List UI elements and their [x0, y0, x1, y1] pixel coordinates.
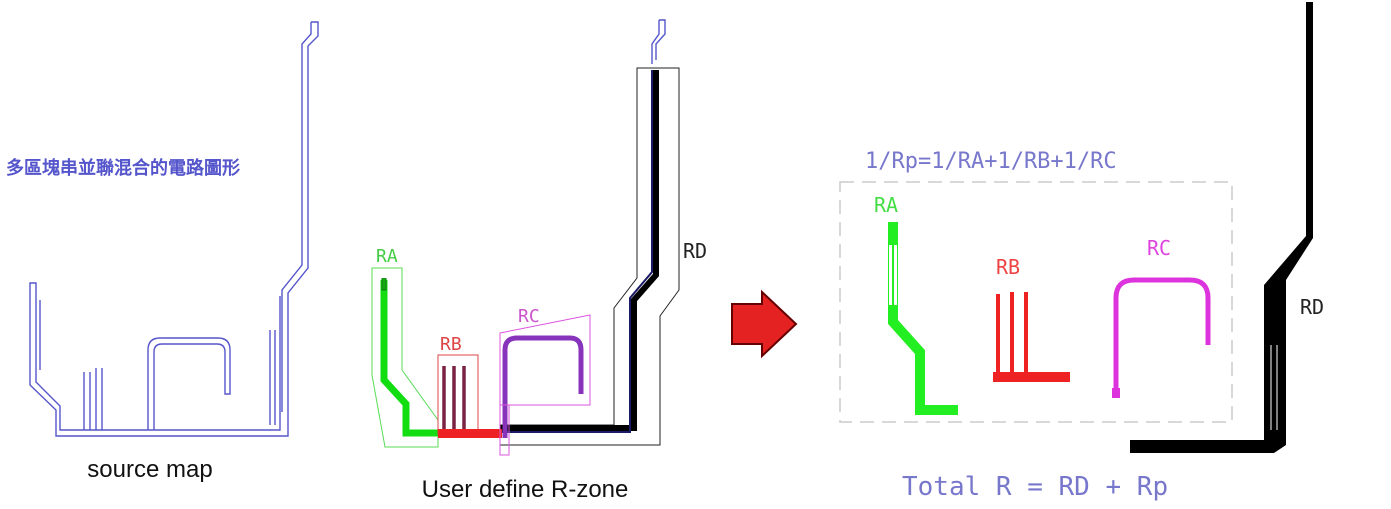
source-rc-loop	[147, 337, 231, 430]
result-rd-shape	[1130, 2, 1313, 453]
source-map-title: 多區塊串並聯混合的電路圖形	[6, 157, 240, 179]
result-panel: 1/Rp=1/RA+1/RB+1/RC RA RB RC RD Total R …	[839, 2, 1324, 502]
source-connector	[307, 21, 319, 58]
parallel-group-box	[839, 181, 1233, 423]
source-map-outline	[29, 21, 319, 437]
rc-zone-outline	[499, 314, 591, 406]
zone-panel-caption: User define R-zone	[422, 476, 629, 503]
result-ra-shape	[888, 222, 958, 415]
rc-trace	[502, 335, 584, 438]
zone-panel: RD RA RB RC User define R-zone	[371, 19, 707, 503]
result-label-rd: RD	[1300, 295, 1324, 319]
rb-base-bar	[438, 429, 502, 438]
source-map-caption: source map	[87, 456, 212, 483]
source-connector-inner	[301, 22, 312, 62]
source-outer-loop	[29, 58, 309, 437]
zone-connector	[655, 19, 666, 60]
zone-label-ra: RA	[376, 246, 398, 267]
source-map-panel: 多區塊串並聯混合的電路圖形 source map	[6, 21, 319, 483]
right-arrow-icon	[731, 289, 798, 359]
ra-trace	[380, 280, 440, 437]
result-label-rc: RC	[1147, 236, 1171, 260]
source-main-trace-inner	[281, 62, 303, 412]
rd-trace	[500, 70, 659, 431]
zone-label-rc: RC	[518, 306, 540, 327]
result-rc-shape	[1113, 277, 1211, 392]
result-label-ra: RA	[874, 193, 898, 217]
result-label-rb: RB	[996, 255, 1020, 279]
zone-label-rb: RB	[440, 334, 462, 355]
parallel-formula: 1/Rp=1/RA+1/RB+1/RC	[865, 149, 1117, 174]
zone-label-rd: RD	[683, 239, 707, 263]
result-rb-base	[993, 372, 1070, 382]
total-formula: Total R = RD + Rp	[902, 472, 1168, 502]
